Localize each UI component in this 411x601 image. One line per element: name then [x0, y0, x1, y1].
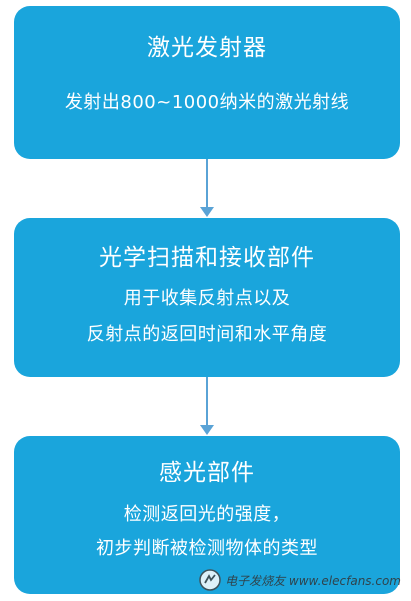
- elecfans-logo-icon: [199, 569, 221, 591]
- watermark-text: 电子发烧友 www.elecfans.com: [225, 573, 401, 588]
- step-description: 用于收集反射点以及: [123, 288, 291, 309]
- down-arrow-icon: [200, 377, 214, 435]
- step-optical-scan-receiver: 光学扫描和接收部件 用于收集反射点以及 反射点的返回时间和水平角度: [14, 218, 400, 377]
- step-description: 反射点的返回时间和水平角度: [86, 324, 328, 345]
- watermark: 电子发烧友 www.elecfans.com: [199, 569, 401, 591]
- down-arrow-icon: [200, 159, 214, 217]
- step-laser-emitter: 激光发射器 发射出800~1000纳米的激光射线: [14, 6, 400, 159]
- step-title: 光学扫描和接收部件: [99, 245, 315, 271]
- step-title: 激光发射器: [147, 35, 267, 61]
- step-description: 检测返回光的强度，: [123, 504, 291, 525]
- step-title: 感光部件: [159, 460, 255, 486]
- step-description: 发射出800~1000纳米的激光射线: [64, 92, 350, 113]
- step-photosensitive: 感光部件 检测返回光的强度， 初步判断被检测物体的类型: [14, 436, 400, 594]
- step-description: 初步判断被检测物体的类型: [96, 538, 318, 559]
